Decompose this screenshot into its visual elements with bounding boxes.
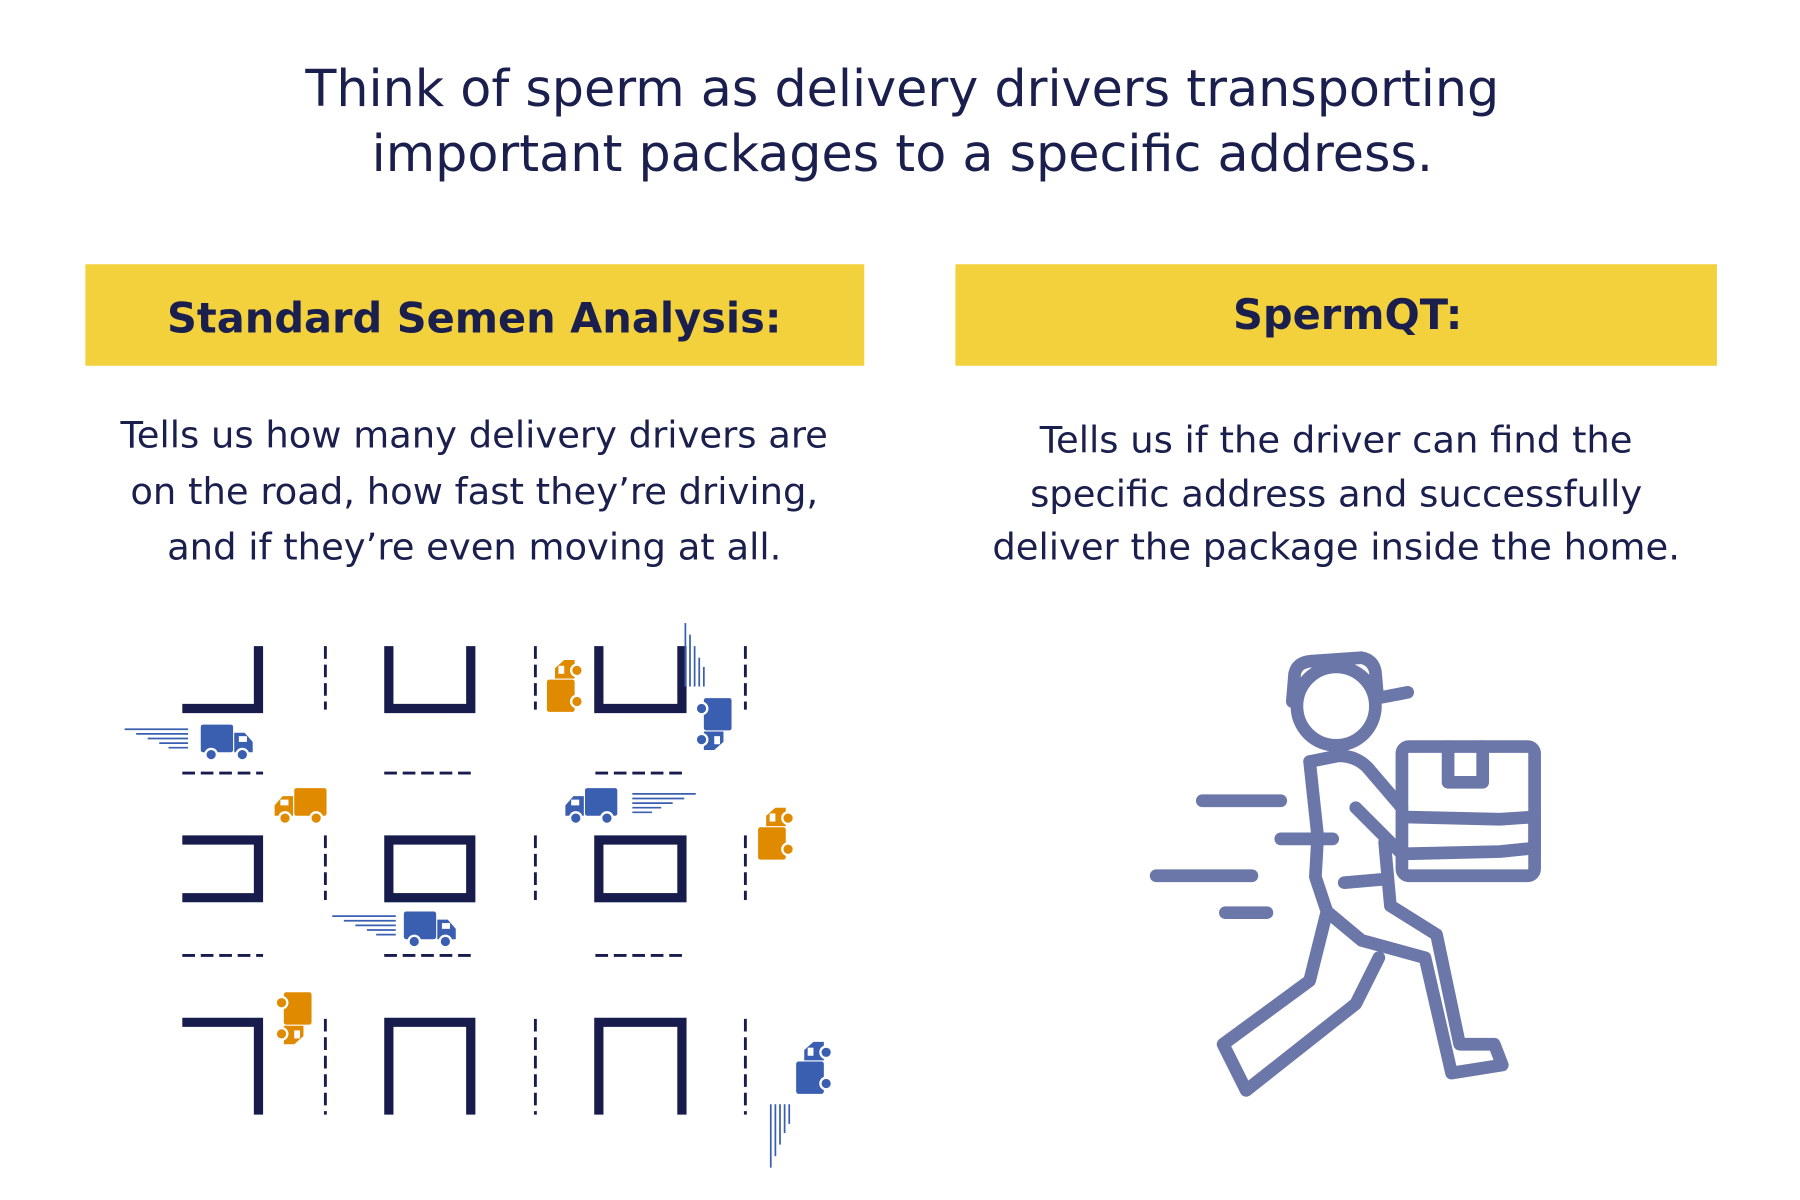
right-body-line-1: Tells us if the driver can find the [1039,418,1633,461]
right-body-line-3: deliver the package inside the home. [992,526,1680,569]
left-heading-bar [85,264,865,366]
truck-icon [564,786,619,825]
truck-icon [274,991,313,1046]
truck-icon [756,806,795,861]
truck-icon [545,658,584,714]
city-grid-illustration [123,622,834,1169]
truck-icon [199,723,254,762]
left-heading: Standard Semen Analysis: [167,293,781,342]
truck-icon [795,1040,834,1096]
running-delivery-man-icon [1149,651,1541,1097]
right-body-line-2: specific address and successfully [1030,473,1642,516]
truck-icon [273,786,328,825]
left-body-line-3: and if they’re even moving at all. [167,526,781,569]
truck-icon [402,910,457,949]
truck-icon [694,696,733,752]
left-body-line-2: on the road, how fast they’re driving, [130,470,818,513]
left-body-line-1: Tells us how many delivery drivers are [120,414,828,457]
right-heading: SpermQT: [1233,290,1462,339]
title-line-1: Think of sperm as delivery drivers trans… [304,59,1499,118]
title-line-2: important packages to a specific address… [372,124,1433,183]
right-heading-bar [955,264,1717,366]
